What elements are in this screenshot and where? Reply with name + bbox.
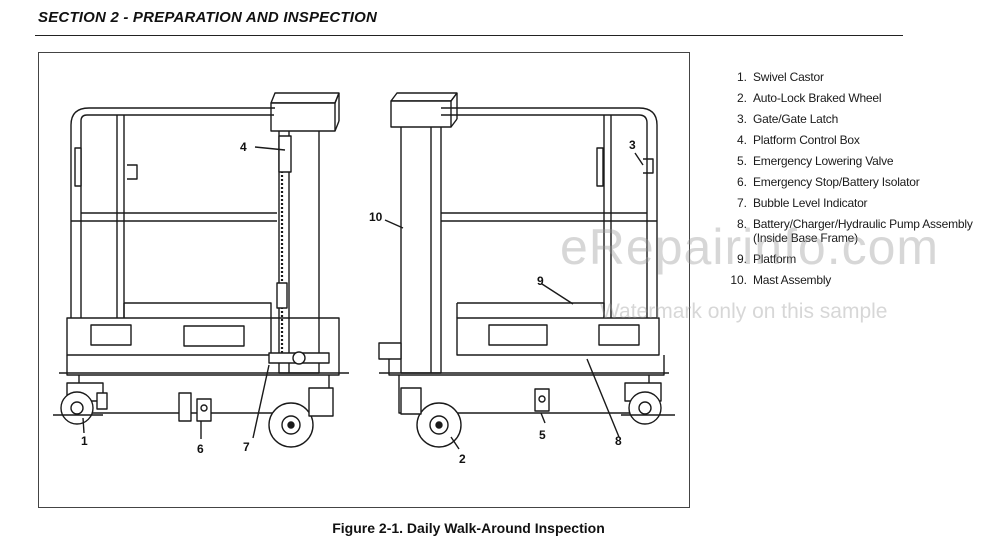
item-label: Emergency Stop/Battery Isolator — [753, 175, 920, 189]
item-label: Swivel Castor — [753, 70, 824, 84]
callout-7: 7 — [243, 440, 250, 454]
callout-9: 9 — [537, 274, 544, 288]
right-braked-wheel — [400, 387, 462, 448]
item-label: Battery/Charger/Hydraulic Pump Assembly … — [753, 217, 973, 245]
item-label: Bubble Level Indicator — [753, 196, 868, 210]
item-number: 1. — [736, 70, 747, 84]
figure-caption-text: Figure 2-1. Daily Walk-Around Inspection — [332, 520, 605, 536]
figure-caption: Figure 2-1. Daily Walk-Around Inspection — [0, 520, 981, 536]
list-item: 2. Auto-Lock Braked Wheel — [725, 91, 975, 105]
item-label: Mast Assembly — [753, 273, 832, 287]
right-castor — [621, 382, 675, 425]
item-number: 7. — [736, 196, 747, 210]
list-item: 6. Emergency Stop/Battery Isolator — [725, 175, 975, 189]
item-label: Gate/Gate Latch — [753, 112, 839, 126]
list-item: 5. Emergency Lowering Valve — [725, 154, 975, 168]
list-item: 4. Platform Control Box — [725, 133, 975, 147]
callout-4: 4 — [240, 140, 247, 154]
list-item: 9. Platform — [725, 252, 975, 266]
item-label: Platform Control Box — [753, 133, 860, 147]
list-item: 10. Mast Assembly — [725, 273, 975, 287]
list-item: 8. Battery/Charger/Hydraulic Pump Assembl… — [725, 217, 975, 245]
callout-6: 6 — [197, 442, 204, 456]
item-label: Emergency Lowering Valve — [753, 154, 894, 168]
item-number: 8. — [736, 217, 747, 231]
left-braked-wheel — [268, 387, 334, 448]
left-castor — [53, 382, 108, 425]
item-number: 2. — [736, 91, 747, 105]
right-lift-view — [378, 92, 675, 450]
list-item: 7. Bubble Level Indicator — [725, 196, 975, 210]
callout-8: 8 — [615, 434, 622, 448]
item-label: Auto-Lock Braked Wheel — [753, 91, 882, 105]
list-item: 1. Swivel Castor — [725, 70, 975, 84]
callout-10: 10 — [369, 210, 383, 224]
lift-illustration: 4 1 6 7 10 9 3 5 8 2 — [53, 92, 675, 466]
item-number: 10. — [730, 273, 747, 287]
item-label: Platform — [753, 252, 797, 266]
item-number: 6. — [736, 175, 747, 189]
callout-1: 1 — [81, 434, 88, 448]
item-number: 5. — [736, 154, 747, 168]
section-title: SECTION 2 - PREPARATION AND INSPECTION — [38, 9, 378, 26]
figure-frame: 4 1 6 7 10 9 3 5 8 2 — [38, 52, 690, 508]
callout-2: 2 — [459, 452, 466, 466]
item-number: 4. — [736, 133, 747, 147]
item-number: 3. — [736, 112, 747, 126]
parts-list: 1. Swivel Castor 2. Auto-Lock Braked Wheel… — [725, 70, 975, 294]
callout-5: 5 — [539, 428, 546, 442]
left-lift-view — [53, 92, 349, 448]
callout-3: 3 — [629, 138, 636, 152]
header-divider — [35, 35, 903, 36]
item-number: 9. — [736, 252, 747, 266]
list-item: 3. Gate/Gate Latch — [725, 112, 975, 126]
